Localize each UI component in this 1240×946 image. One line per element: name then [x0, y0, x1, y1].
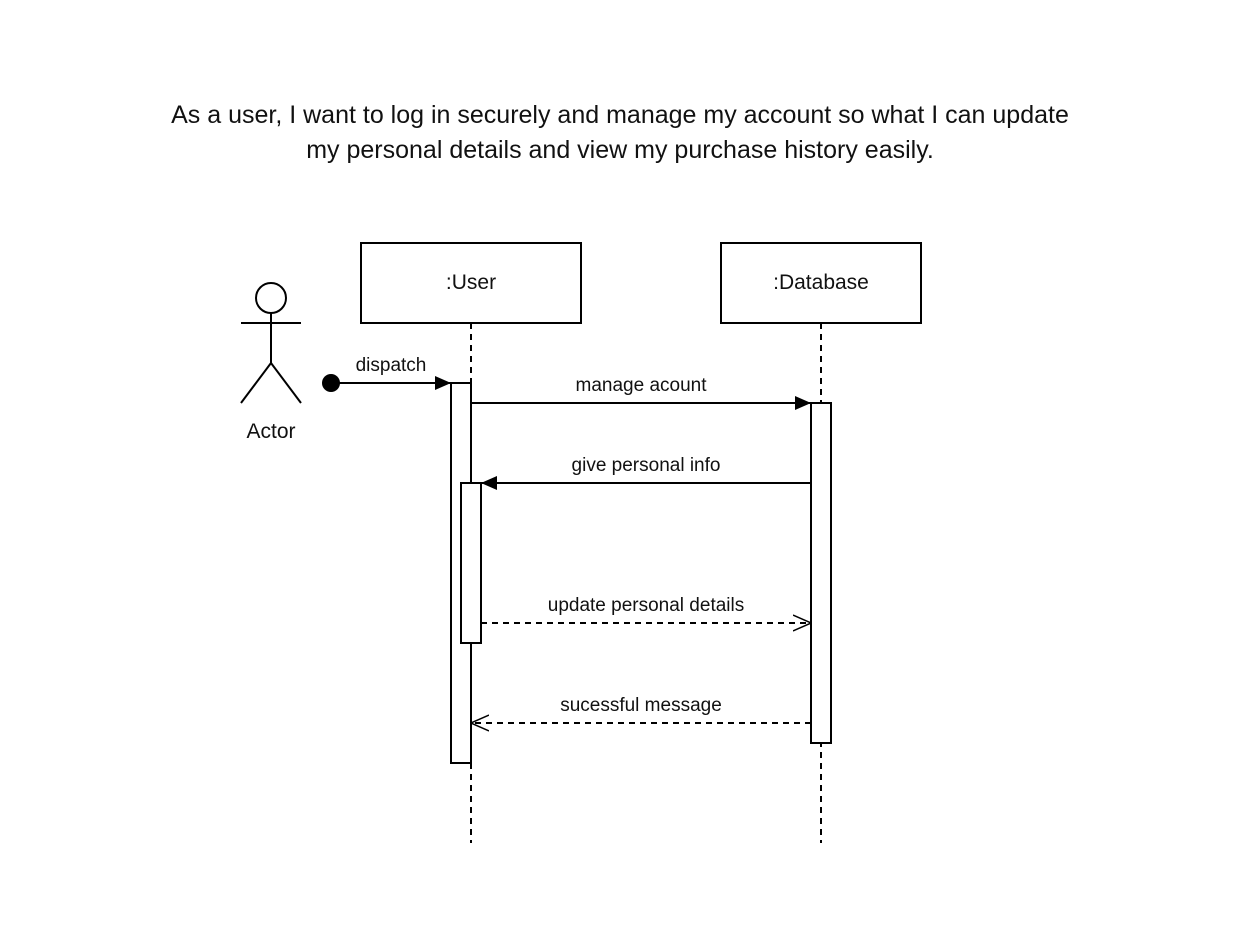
successful-message-label: sucessful message [560, 695, 722, 716]
lifeline-database-box [720, 242, 922, 324]
user-nested-activation-bar [460, 482, 482, 644]
database-activation-bar [810, 402, 832, 744]
user-story-line-2: my personal details and view my purchase… [306, 136, 934, 164]
lifeline-user: :User [360, 242, 582, 843]
manage-account-label: manage acount [576, 375, 708, 396]
actor: Actor [240, 282, 302, 443]
message-update-personal-details: update personal details [481, 595, 811, 623]
dispatch-label: dispatch [356, 355, 427, 376]
message-give-personal-info: give personal info [481, 455, 811, 490]
actor-left-leg [240, 362, 272, 404]
message-manage-account: manage acount [471, 375, 811, 410]
give-personal-info-label: give personal info [572, 455, 721, 476]
lifeline-user-box [360, 242, 582, 324]
message-successful: sucessful message [471, 695, 811, 723]
user-story-text: As a user, I want to log in securely and… [60, 98, 1180, 168]
user-story-line-1: As a user, I want to log in securely and… [171, 101, 1069, 129]
lifeline-database: :Database [720, 242, 922, 843]
actor-label: Actor [246, 420, 295, 443]
actor-right-leg [270, 362, 302, 404]
actor-head-icon [255, 282, 287, 314]
lifeline-user-label: :User [446, 271, 496, 294]
update-personal-details-label: update personal details [548, 595, 744, 616]
message-dispatch: dispatch [322, 355, 451, 392]
lifeline-database-label: :Database [773, 271, 869, 294]
